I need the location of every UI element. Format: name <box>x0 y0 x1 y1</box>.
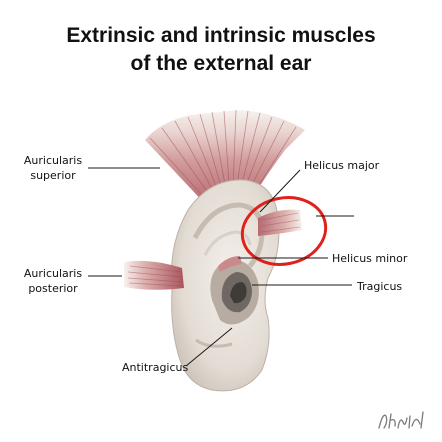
label-auricularis-superior-line-1: Auricularis <box>23 154 83 167</box>
page-title: Extrinsic and intrinsic muscles of the e… <box>0 22 442 78</box>
title-line-1: Extrinsic and intrinsic muscles <box>66 24 376 47</box>
label-auricularis-superior-line-2: superior <box>30 169 76 182</box>
helicus-minor-muscle <box>218 256 242 272</box>
leader-line-helicus-major <box>259 169 301 213</box>
label-auricularis-posterior: Auricularis posterior <box>18 266 88 296</box>
auricularis-posterior-muscle <box>124 260 184 290</box>
title-line-2: of the external ear <box>130 52 312 75</box>
label-helicus-major: Helicus major <box>304 159 380 172</box>
leader-line-antitragicus <box>185 327 233 367</box>
helicus-major-muscle <box>258 209 302 236</box>
label-tragicus: Tragicus <box>357 280 403 293</box>
label-antitragicus: Antitragicus <box>122 361 189 374</box>
label-auricularis-superior: Auricularis superior <box>18 153 88 183</box>
label-auricularis-posterior-line-2: posterior <box>28 282 78 295</box>
highlight-circle <box>240 196 328 266</box>
signature <box>378 411 424 429</box>
label-auricularis-posterior-line-1: Auricularis <box>23 267 83 280</box>
auricle <box>170 179 280 392</box>
label-helicus-minor: Helicus minor <box>332 252 408 265</box>
